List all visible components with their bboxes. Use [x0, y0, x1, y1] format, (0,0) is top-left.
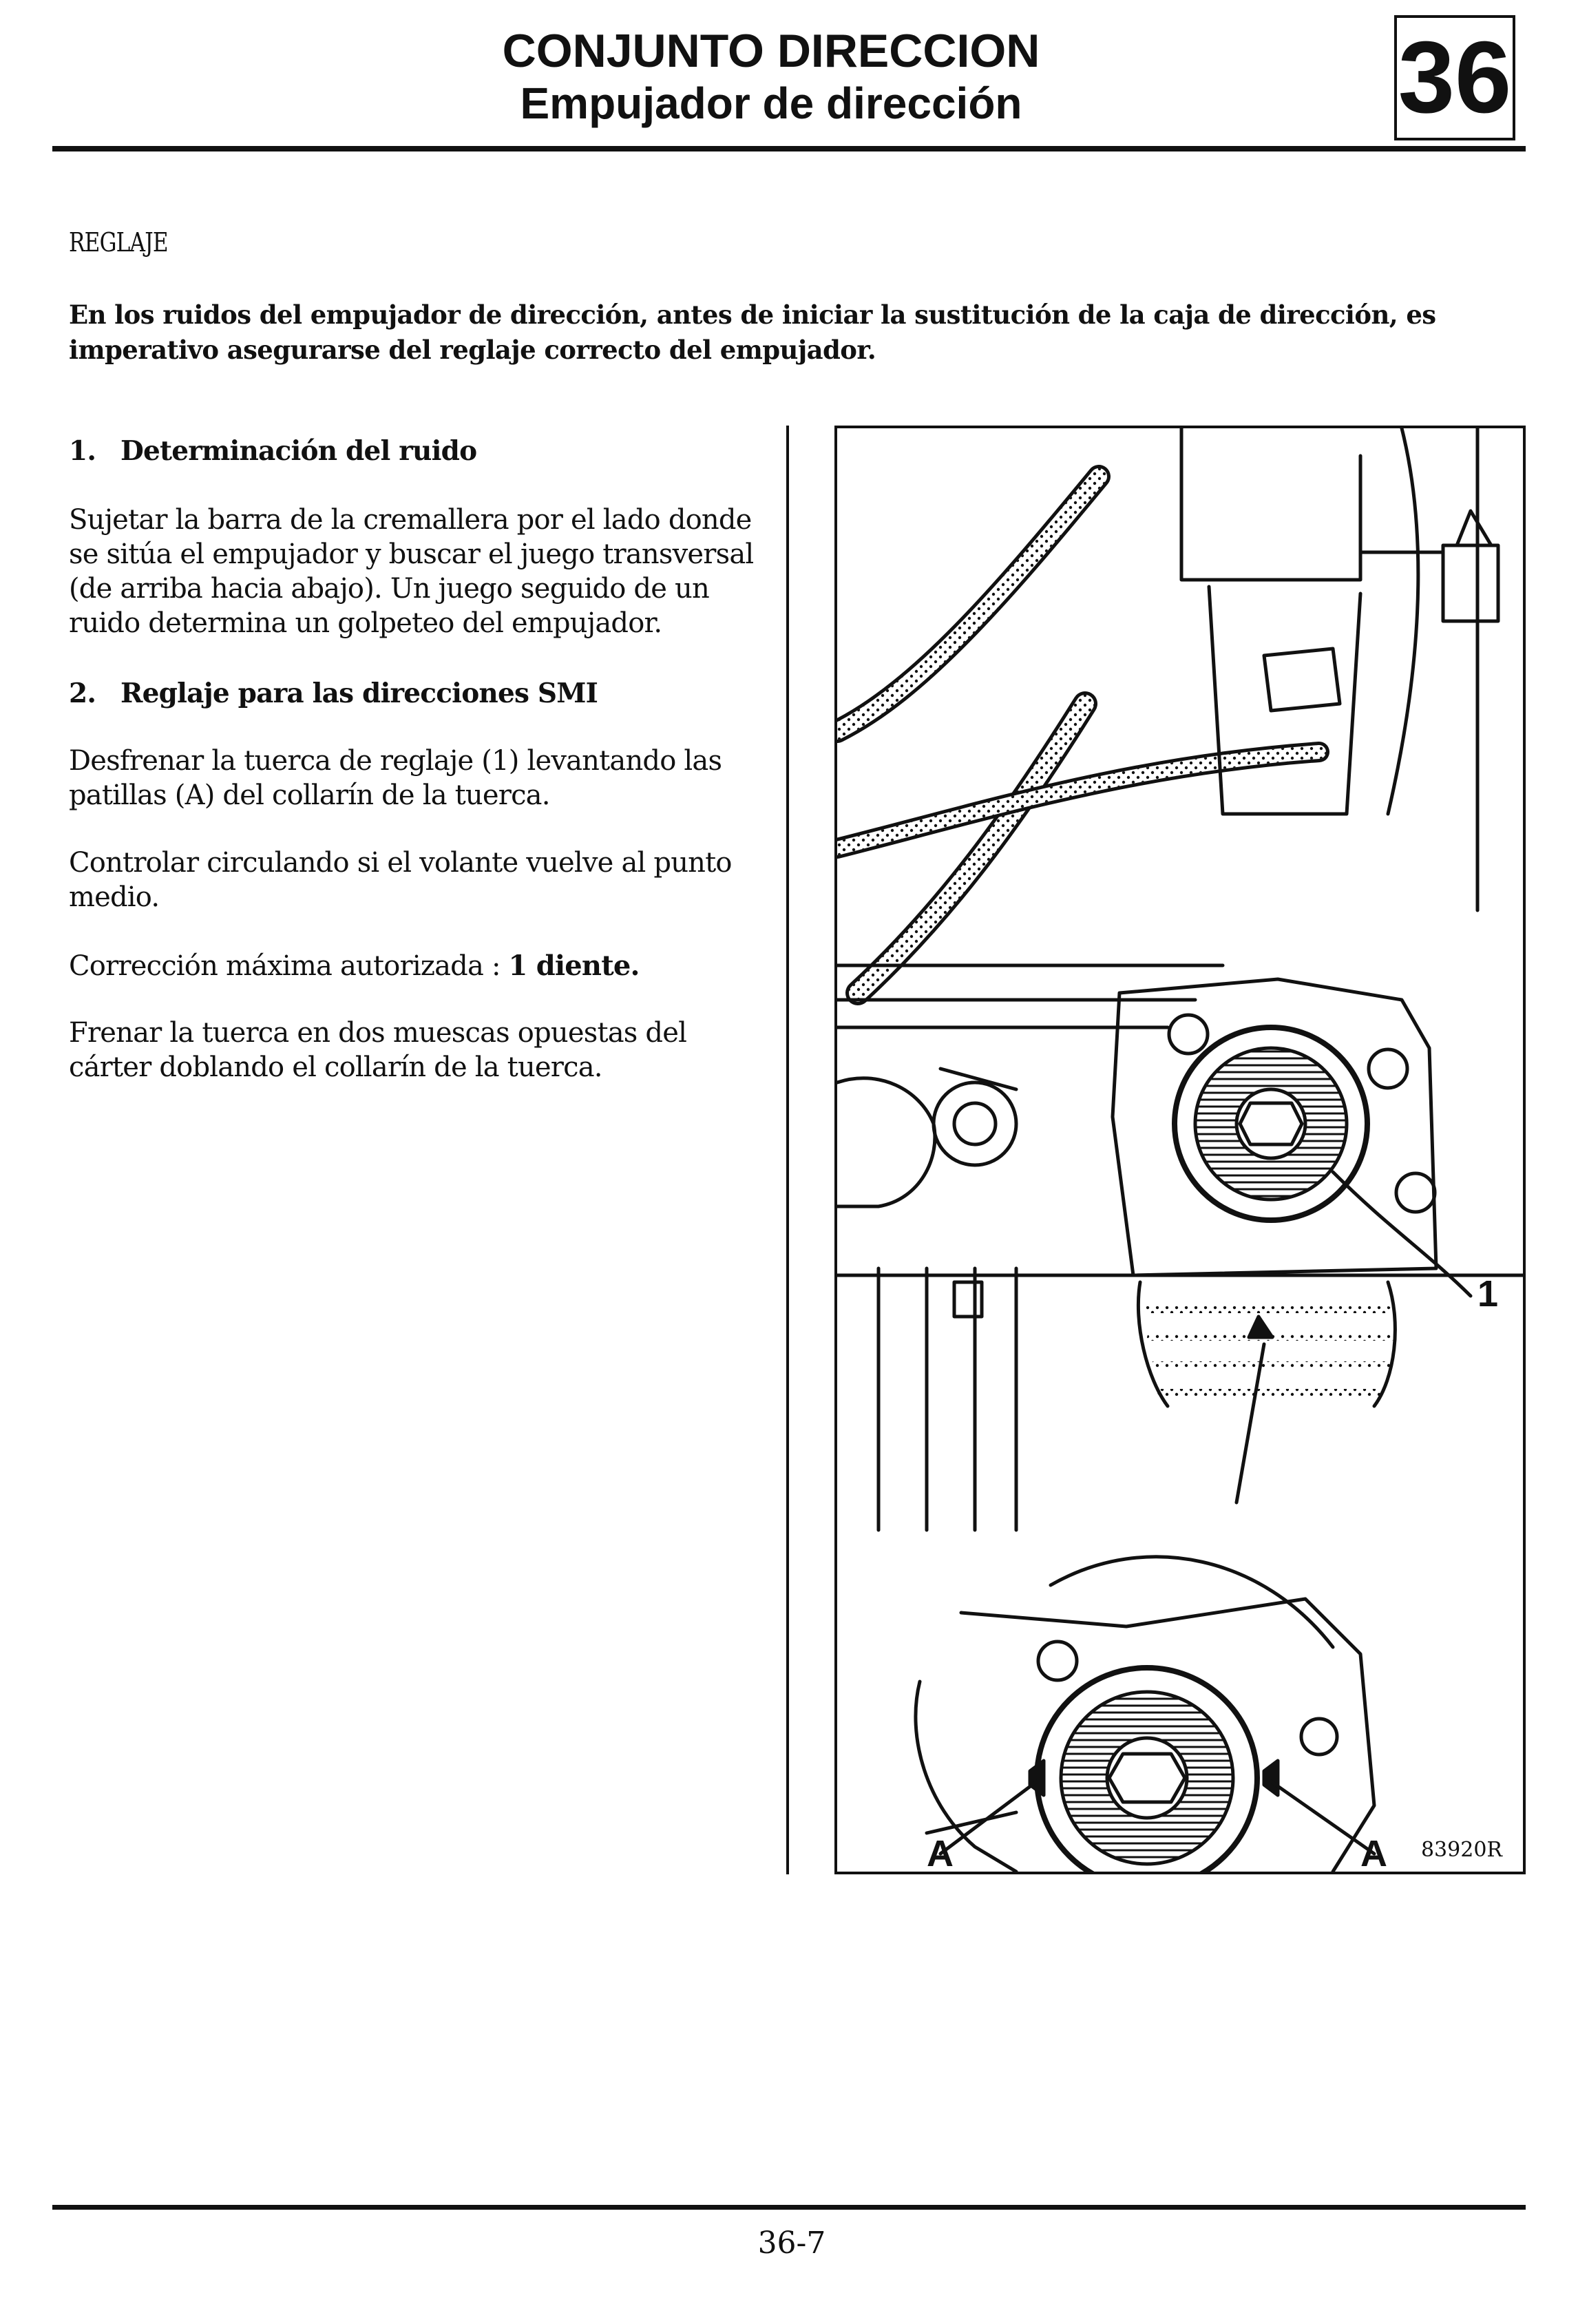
- step-2-correction-text: Corrección máxima autorizada :: [69, 950, 509, 982]
- callout-a-right-label: A: [1360, 1833, 1387, 1872]
- step-2-correction-value: 1 diente.: [508, 950, 640, 982]
- page-number: 36-7: [757, 2226, 826, 2261]
- step-2-paragraph-1: Desfrenar la tuerca de reglaje (1) levan…: [69, 745, 722, 811]
- step-2-title: Reglaje para las direcciones SMI: [120, 678, 598, 709]
- step-2-paragraph-3: Corrección máxima autorizada : 1 diente.: [69, 949, 764, 983]
- figure-divider: [786, 426, 789, 1874]
- header-subtitle: Empujador de dirección: [520, 78, 1022, 128]
- callout-a-left-label: A: [927, 1833, 954, 1872]
- header-title: CONJUNTO DIRECCION: [502, 25, 1040, 77]
- step-1-paragraph: Sujetar la barra de la cremallera por el…: [69, 504, 754, 639]
- header-rule: [52, 146, 1526, 151]
- step-2-paragraph-4: Frenar la tuerca en dos muescas opuestas…: [69, 1017, 687, 1083]
- intro-paragraph: En los ruidos del empujador de dirección…: [69, 300, 1436, 365]
- section-label: REGLAJE: [69, 227, 169, 258]
- step-2-paragraph-2: Controlar circulando si el volante vuelv…: [69, 847, 733, 913]
- step-1-number: 1.: [69, 435, 96, 467]
- chapter-number-box: 36: [1394, 15, 1515, 140]
- figure-reference: 83920R: [1420, 1838, 1502, 1862]
- step-1-title: Determinación del ruido: [120, 435, 477, 467]
- callout-1-label: 1: [1477, 1273, 1498, 1315]
- footer-rule: [52, 2205, 1526, 2210]
- step-2-number: 2.: [69, 678, 96, 709]
- step-1-heading: 1. Determinación del ruido: [69, 434, 764, 468]
- step-2-heading: 2. Reglaje para las direcciones SMI: [69, 676, 764, 711]
- technical-illustration: 1 A A 83920R: [834, 426, 1526, 1874]
- steering-adjuster-drawing: 1 A A: [837, 428, 1523, 1872]
